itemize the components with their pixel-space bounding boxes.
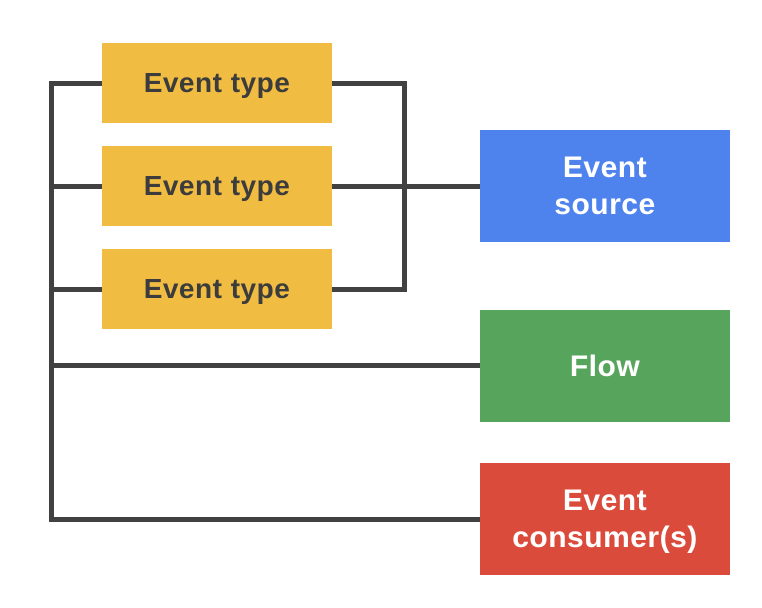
node-event-type-3: Event type — [102, 249, 332, 329]
node-flow: Flow — [480, 310, 730, 422]
node-event-source-label: Event source — [554, 151, 656, 221]
node-event-type-1-label: Event type — [143, 67, 291, 98]
node-event-type-3-label: Event type — [143, 273, 291, 304]
connector-event-type-3-right — [332, 287, 407, 292]
connector-left-bus-vertical — [49, 81, 54, 522]
node-event-consumers: Event consumer(s) — [480, 463, 730, 575]
node-event-source: Event source — [480, 130, 730, 242]
node-event-type-2-label: Event type — [143, 170, 291, 201]
connector-bus-to-event-consumers — [49, 517, 480, 522]
connector-event-type-3-left — [49, 287, 102, 292]
node-event-type-1: Event type — [102, 43, 332, 123]
connector-event-type-1-right — [332, 81, 407, 86]
connector-event-type-2-to-event-source — [332, 184, 480, 189]
node-flow-label: Flow — [569, 349, 641, 383]
connector-bus-to-flow — [49, 363, 480, 368]
connector-event-type-1-left — [49, 81, 102, 86]
connector-event-type-2-left — [49, 184, 102, 189]
node-event-consumers-label: Event consumer(s) — [512, 484, 698, 554]
node-event-type-2: Event type — [102, 146, 332, 226]
